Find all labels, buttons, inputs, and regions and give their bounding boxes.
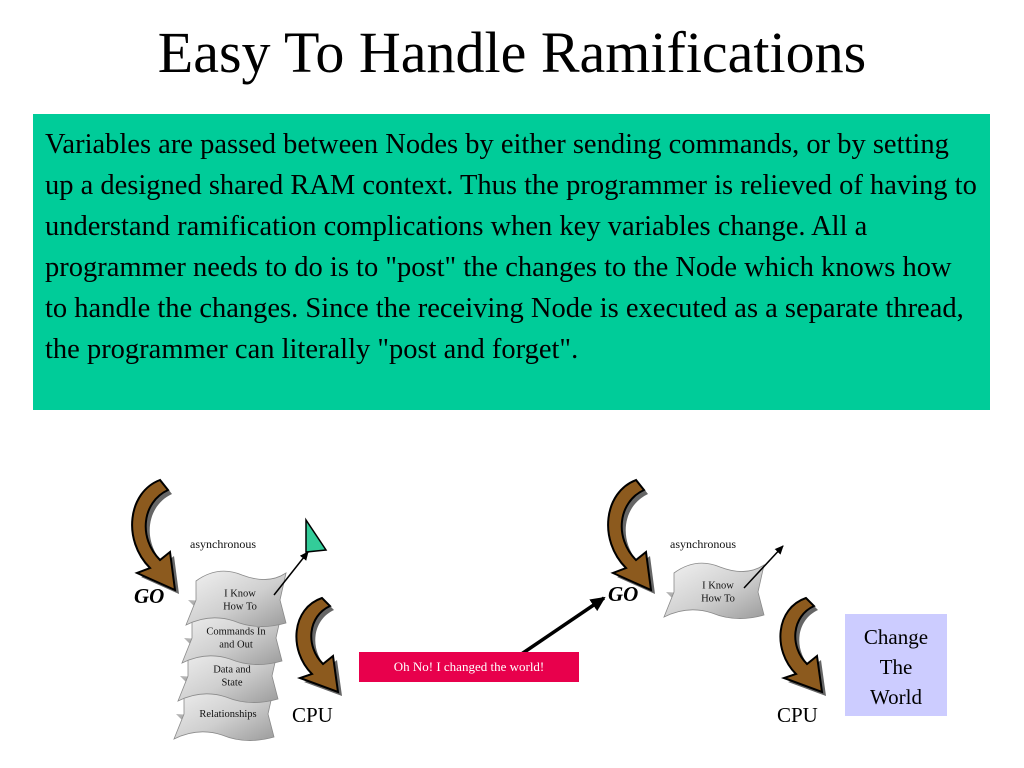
change-the-world-box: Change The World <box>845 614 947 716</box>
left-node-layer-4-label-line-1: Relationships <box>199 709 256 720</box>
right-async-label: asynchronous <box>670 537 736 551</box>
left-node-layer-1-label-line-1: I Know <box>224 589 256 600</box>
description-text-box: Variables are passed between Nodes by ei… <box>33 114 990 410</box>
slide-title: Easy To Handle Ramifications <box>157 20 867 85</box>
right-node-layer-1-face <box>663 562 765 619</box>
right-node-layer-1-label-line-1: I Know <box>702 581 734 592</box>
right-cpu-label: CPU <box>777 703 818 727</box>
left-node-layer-3-label-line-1: Data and <box>213 665 251 676</box>
right-node-layer-1-label-line-2: How To <box>701 594 735 605</box>
change-world-line-2: The <box>879 655 913 679</box>
left-async-arrow <box>273 551 309 596</box>
left-node-layer-2-label-line-1: Commands In <box>206 627 266 638</box>
post-change-arrow <box>519 596 606 657</box>
left-node-layer-2-label-line-2: and Out <box>219 640 253 651</box>
changed-world-alert: Oh No! I changed the world! <box>359 652 579 682</box>
change-world-line-1: Change <box>863 625 929 649</box>
left-node-layer-1-face <box>185 570 287 627</box>
left-cpu-label: CPU <box>292 703 333 727</box>
left-node-layer-1-label-line-2: How To <box>223 602 257 613</box>
flag-icon <box>305 517 328 553</box>
left-cpu-arrow-icon <box>295 596 342 696</box>
right-async-arrow <box>743 545 784 589</box>
right-go-label: GO <box>608 582 638 606</box>
left-go-arrow-icon <box>131 478 179 594</box>
left-go-label: GO <box>134 584 164 608</box>
right-cpu-arrow-icon <box>779 596 826 696</box>
right-go-arrow-icon <box>607 478 655 594</box>
change-world-line-3: World <box>870 685 922 709</box>
left-async-label: asynchronous <box>190 537 256 551</box>
left-node-layer-3-label-line-2: State <box>222 678 243 689</box>
